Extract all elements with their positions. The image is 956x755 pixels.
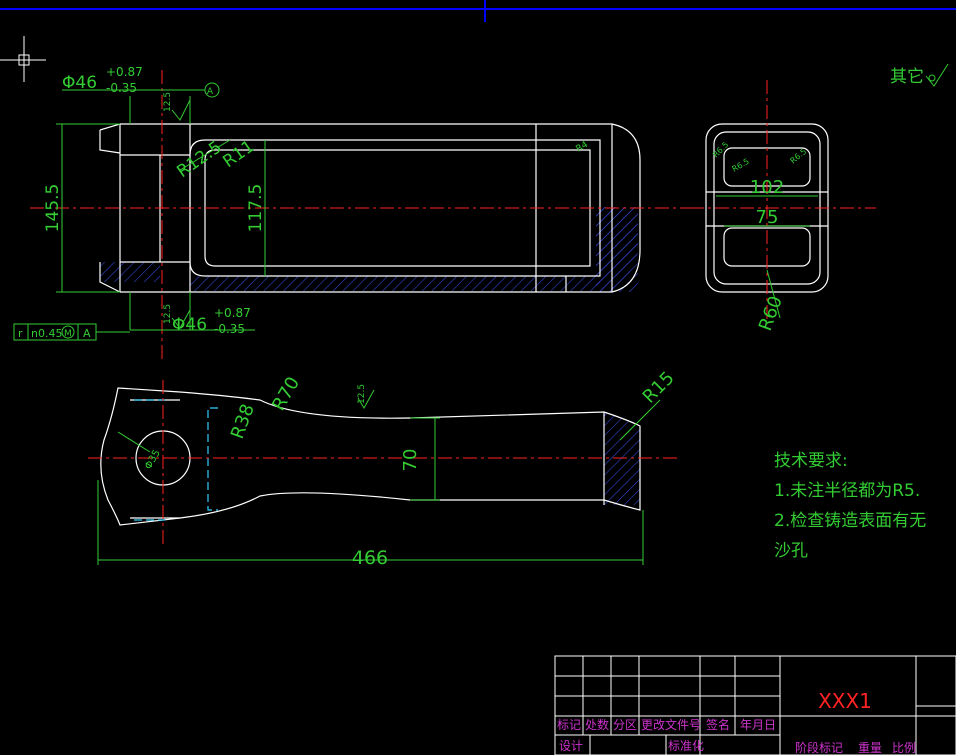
roughness-symbol-top [171, 99, 191, 121]
dim-hole: Φ35 [143, 448, 163, 471]
top-view: 466 70 R70 R38 R15 12.5 Φ35 [88, 368, 680, 569]
tech-notes-line3: 沙孔 [774, 541, 808, 561]
dim-r38: R38 [227, 401, 259, 441]
tech-notes-title: 技术要求: [774, 451, 848, 471]
dim-height-145: 145.5 [43, 184, 63, 233]
tb-label-date: 年月日 [740, 718, 776, 732]
tb-label-weight: 重量 [858, 741, 882, 755]
gdt-modifier: M [64, 329, 72, 339]
tb-label-count: 处数 [585, 717, 609, 732]
dim-r65-b: R6.5 [731, 157, 751, 174]
dim-r60: R60 [755, 293, 787, 333]
dim-r15: R15 [639, 368, 679, 408]
dim-r65-c: R6.5 [789, 147, 809, 166]
dim-r11: R11 [219, 137, 258, 173]
dim-length-466: 466 [352, 547, 388, 569]
cursor-crosshair-icon [0, 36, 46, 82]
tb-label-zone: 分区 [613, 718, 637, 732]
datum-a-symbol [200, 82, 220, 98]
tb-label-change: 更改文件号 [641, 717, 701, 732]
dim-phi46-bottom: Φ46 [172, 315, 207, 335]
roughness-symbol-bottom [171, 309, 191, 329]
title-block [554, 655, 956, 755]
dim-tol-lower-top: -0.35 [106, 81, 137, 95]
side-view-centerlines [690, 80, 876, 320]
technical-requirements: 技术要求: 1.未注半径都为R5. 2.检查铸造表面有无 沙孔 [774, 451, 926, 561]
tb-label-scale: 比例 [892, 741, 916, 755]
dim-width-75: 75 [756, 207, 779, 228]
dim-phi46-top: Φ46 [62, 73, 97, 93]
gdt-frame: r n0.45 M A [13, 323, 130, 341]
front-view-hatch [100, 207, 638, 292]
datum-a-label: A [207, 87, 214, 97]
top-view-centerlines [88, 380, 680, 545]
other-roughness: 其它 [890, 63, 949, 87]
tb-label-design: 设计 [559, 739, 583, 753]
rough-mid-value: 12.5 [357, 384, 367, 404]
title-part-name: XXX1 [818, 689, 872, 713]
dim-tol-upper-top: +0.87 [106, 65, 143, 79]
rough-top-value: 12.5 [163, 92, 173, 112]
dim-tol-lower-bottom: -0.35 [214, 322, 245, 336]
tb-label-stage: 阶段标记 [795, 740, 843, 755]
rough-bottom-value: 12.5 [163, 304, 173, 324]
side-view-dims [716, 195, 818, 319]
front-view: A Φ46 +0.87 -0.35 Φ46 +0.87 -0.35 145.5 … [30, 65, 690, 360]
dim-tol-upper-bottom: +0.87 [214, 306, 251, 320]
dim-r4: R4 [575, 140, 591, 155]
top-view-hidden [134, 399, 218, 521]
dim-height-117: 117.5 [246, 184, 266, 233]
dim-height-70: 70 [400, 449, 421, 472]
top-view-outline [100, 387, 641, 526]
front-view-centerlines [30, 70, 690, 360]
dim-r12-5: R12.5 [173, 137, 225, 182]
dim-width-102: 102 [750, 177, 784, 198]
tb-label-sign: 签名 [706, 717, 730, 732]
tb-label-mark: 标记 [557, 718, 581, 732]
dim-r70: R70 [268, 373, 304, 414]
tech-notes-line1: 1.未注半径都为R5. [774, 481, 920, 501]
gdt-datum: A [83, 327, 91, 340]
other-roughness-label: 其它 [890, 67, 924, 87]
side-view: 102 75 R60 R6.5 R6.5 R6.5 [690, 80, 876, 334]
top-view-dims [97, 389, 661, 565]
gdt-symbol: r [18, 327, 23, 340]
tech-notes-line2: 2.检查铸造表面有无 [774, 511, 926, 531]
gdt-value: n0.45 [31, 327, 62, 340]
tb-label-standard: 标准化 [668, 739, 704, 753]
drawing-frame [0, 0, 956, 22]
